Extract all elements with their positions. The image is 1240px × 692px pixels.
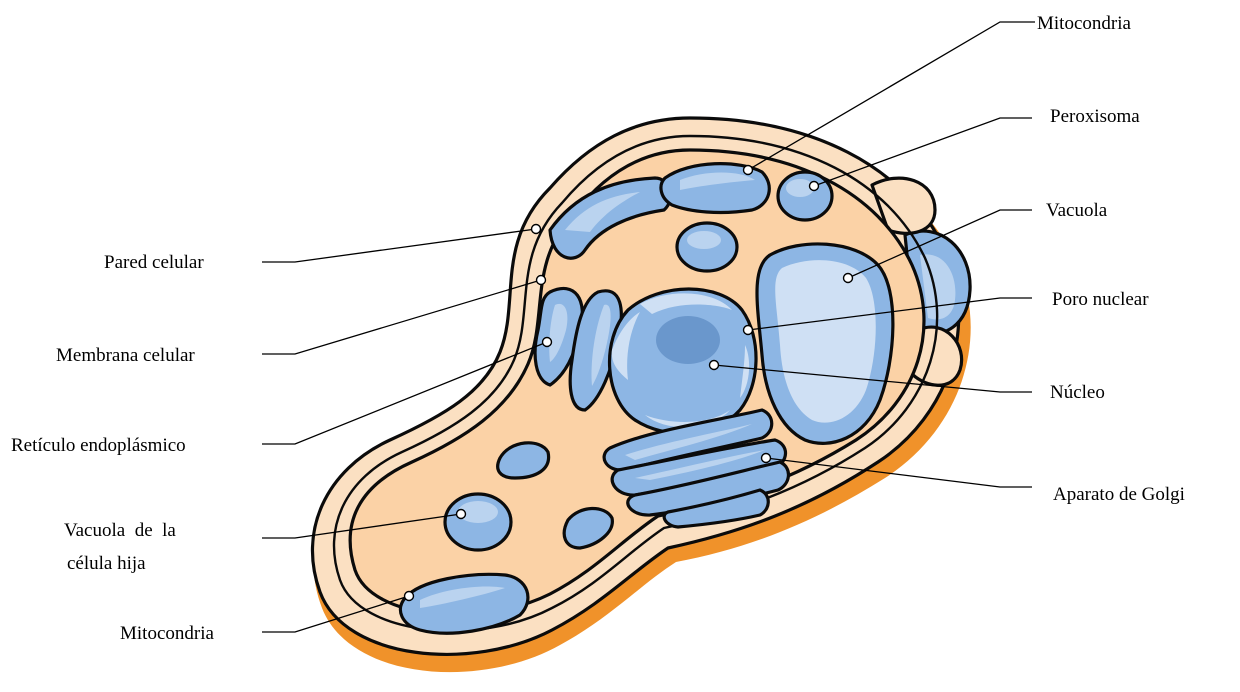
label-vacuola-hija-1: Vacuola de la — [64, 520, 176, 541]
daughter-vacuole — [445, 494, 511, 550]
label-mitocondria-bottom: Mitocondria — [120, 623, 214, 644]
peroxisome — [778, 172, 832, 220]
label-vacuola: Vacuola — [1046, 200, 1108, 221]
label-peroxisoma: Peroxisoma — [1050, 106, 1140, 127]
vacuole-large — [757, 244, 893, 443]
small-vesicle-top — [677, 223, 737, 271]
label-poro-nuclear: Poro nuclear — [1052, 289, 1149, 310]
label-vacuola-hija-2: célula hija — [67, 553, 146, 574]
leader-pared-celular — [262, 229, 536, 262]
nucleolus — [656, 316, 720, 364]
label-aparato-golgi: Aparato de Golgi — [1053, 484, 1185, 505]
label-mitocondria-top: Mitocondria — [1037, 13, 1131, 34]
label-reticulo: Retículo endoplásmico — [11, 435, 186, 456]
leader-membrana-celular — [262, 280, 541, 354]
label-nucleo: Núcleo — [1050, 382, 1105, 403]
label-pared-celular: Pared celular — [104, 252, 204, 273]
cell-illustration — [312, 118, 970, 672]
label-membrana-celular: Membrana celular — [56, 345, 195, 366]
nucleus — [610, 289, 757, 433]
